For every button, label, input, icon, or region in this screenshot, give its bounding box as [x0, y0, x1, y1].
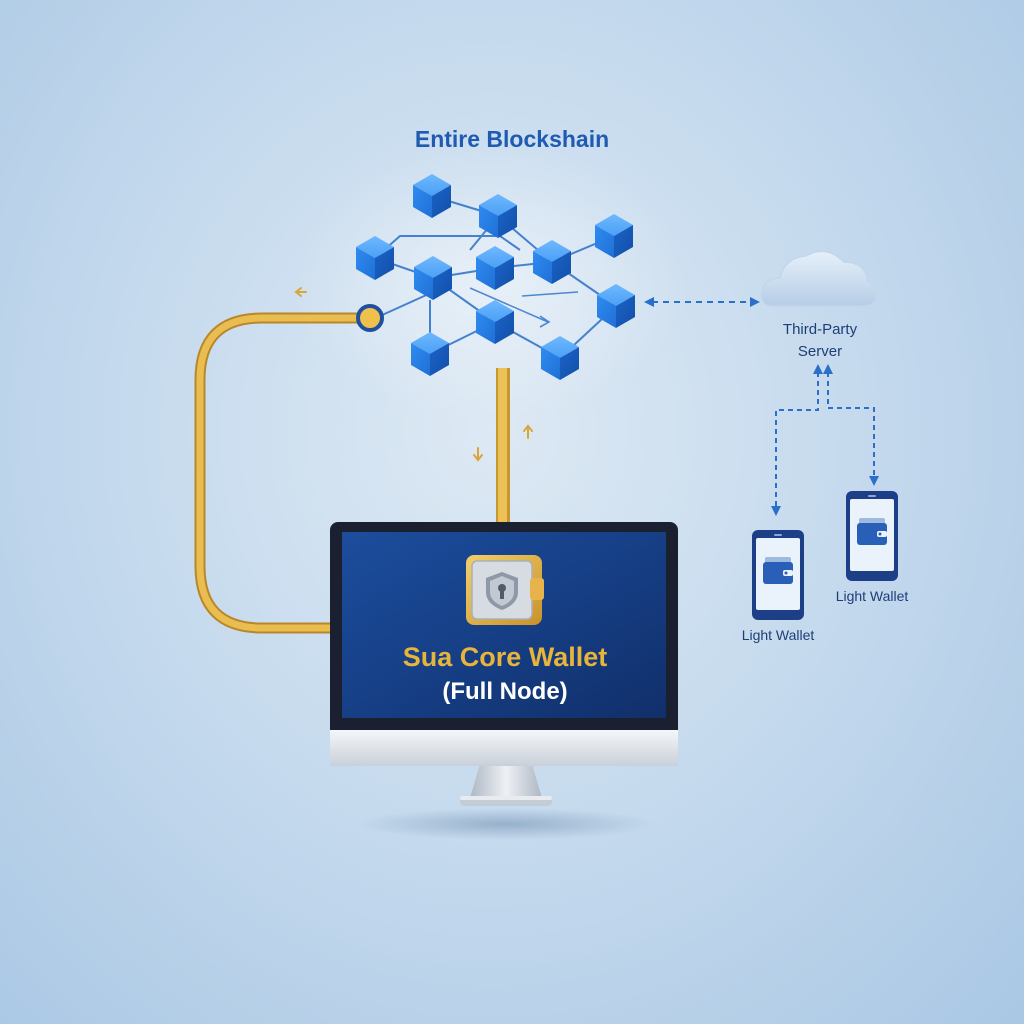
flow-arrows	[469, 287, 579, 328]
cloud-icon	[760, 250, 878, 307]
server-label-line-2: Server	[797, 343, 843, 360]
light-wallet-label-b: Light Wallet	[835, 588, 909, 604]
blockchain-title: Entire Blockshain	[414, 126, 610, 152]
server-label-line-1: Third-Party	[782, 321, 858, 338]
light-wallet-label-a: Light Wallet	[741, 627, 815, 643]
light-wallet-links	[775, 372, 875, 508]
full-node-subtitle: (Full Node)	[442, 678, 568, 705]
full-node-title: Sua Core Wallet	[402, 642, 608, 672]
server-sync-link	[644, 297, 760, 307]
third-party-server-label: Third-Party Server	[740, 319, 900, 363]
phone-wallet-icon	[857, 518, 887, 545]
light-wallet-arrowheads	[771, 364, 879, 516]
light-wallet-phone-a	[752, 530, 804, 620]
full-node-sync-connector	[194, 304, 510, 634]
light-wallet-phone-b	[846, 491, 898, 581]
connector-node	[356, 304, 384, 332]
gold-direction-arrows	[294, 287, 533, 462]
wallet-shield-icon	[466, 555, 544, 625]
phone-wallet-icon	[763, 557, 793, 584]
